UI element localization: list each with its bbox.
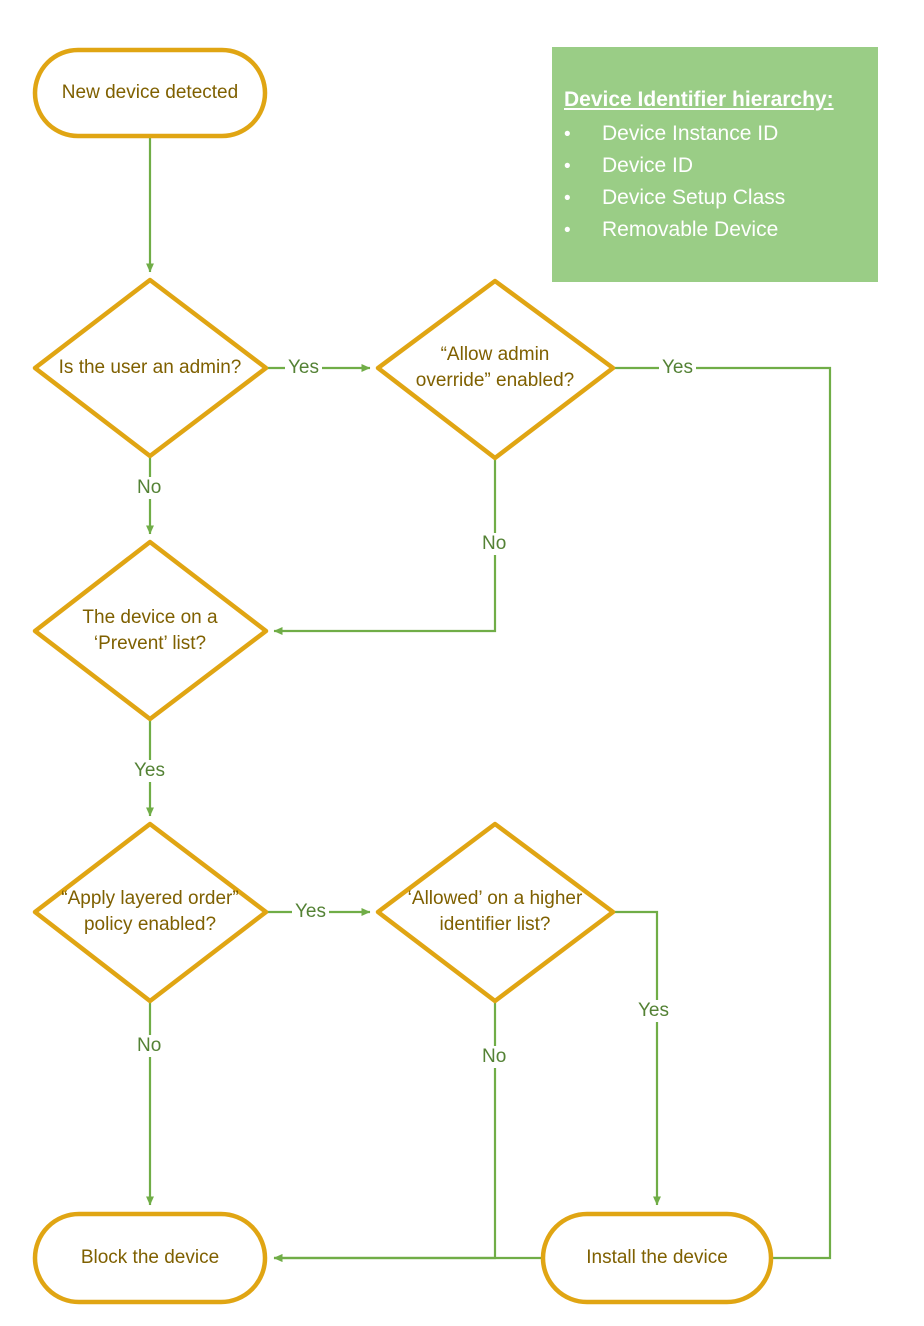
legend-panel: Device Identifier hierarchy: • Device In…: [552, 47, 878, 282]
connector-higher-list-yes: [613, 910, 661, 1206]
edge-label-higher-list-no: No: [479, 1046, 510, 1068]
node-shape-start[interactable]: [32, 47, 268, 139]
legend-item: • Device ID: [552, 150, 878, 182]
edge-label-is-admin-yes: Yes: [285, 357, 322, 379]
node-shape-is-admin[interactable]: [32, 277, 269, 459]
node-shape-prevent-list[interactable]: [32, 539, 269, 722]
edge-label-layered-order-no: No: [134, 1035, 165, 1057]
edge-label-prevent-list-yes: Yes: [131, 760, 168, 782]
legend-item: • Removable Device: [552, 214, 878, 246]
edge-label-admin-override-yes: Yes: [659, 357, 696, 379]
legend-item-label: Device ID: [602, 154, 694, 177]
node-shape-admin-override[interactable]: [375, 278, 616, 461]
connector-admin-override-no: [273, 458, 497, 635]
node-shape-install[interactable]: [540, 1211, 774, 1305]
edge-label-is-admin-no: No: [134, 477, 165, 499]
connector-admin-override-yes: [273, 366, 832, 1262]
bullet-icon: •: [564, 124, 571, 145]
bullet-icon: •: [564, 156, 571, 177]
edge-label-layered-order-yes: Yes: [292, 901, 329, 923]
connector-higher-list-no: [273, 1001, 497, 1262]
node-shape-layered-order[interactable]: [32, 821, 269, 1004]
legend-item-label: Device Setup Class: [602, 186, 786, 209]
bullet-icon: •: [564, 220, 571, 241]
legend-list: • Device Instance ID • Device ID • Devic…: [552, 118, 878, 246]
legend-item: • Device Instance ID: [552, 118, 878, 150]
legend-item-label: Removable Device: [602, 218, 779, 241]
edge-label-higher-list-yes: Yes: [635, 1000, 672, 1022]
legend-title: Device Identifier hierarchy:: [564, 88, 834, 111]
edge-label-admin-override-no: No: [479, 533, 510, 555]
bullet-icon: •: [564, 188, 571, 209]
node-shape-block[interactable]: [32, 1211, 268, 1305]
legend-item-label: Device Instance ID: [602, 122, 779, 145]
node-shape-higher-list[interactable]: [375, 821, 616, 1004]
legend-item: • Device Setup Class: [552, 182, 878, 214]
